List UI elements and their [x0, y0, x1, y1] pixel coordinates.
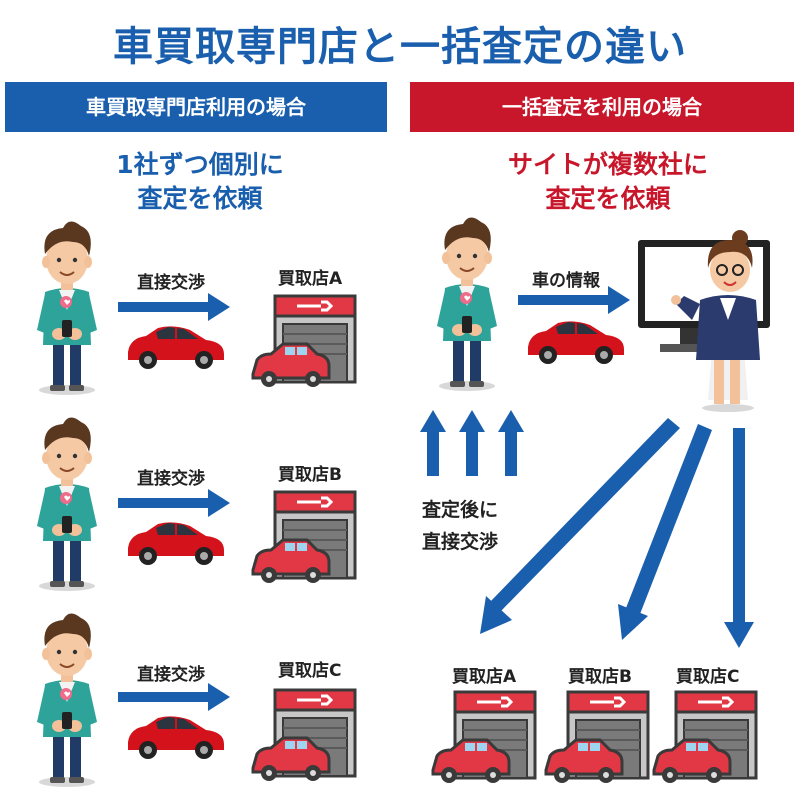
up-arrow-icon-2 [459, 410, 485, 476]
shop-icon-a [251, 294, 357, 389]
arrow-right-icon-a [118, 293, 230, 321]
left-banner: 車買取専門店利用の場合 [5, 82, 387, 132]
arrow-right-icon-info [518, 286, 630, 314]
person-icon-b [36, 416, 98, 592]
left-subhead-line2: 査定を依頼 [137, 184, 263, 213]
right-shop-c-label: 買取店C [676, 667, 740, 687]
left-subhead-line1: 1社ずつ個別に [116, 150, 284, 179]
car-icon-c [127, 715, 225, 760]
right-subhead-line2: 査定を依頼 [545, 184, 671, 213]
negotiate-line1: 査定後に [422, 499, 499, 521]
right-shop-a-label: 買取店A [452, 667, 517, 687]
shop-icon-right-c [652, 690, 758, 785]
row-b [36, 416, 357, 592]
shop-icon-right-b [544, 690, 650, 785]
right-subhead-line1: サイトが複数社に [507, 150, 708, 179]
car-icon-b [127, 521, 225, 566]
row-c-action-label: 直接交渉 [137, 665, 205, 685]
down-arrows [480, 418, 754, 648]
up-arrow-icon-1 [420, 410, 446, 476]
left-subhead: 1社ずつ個別に 査定を依頼 [30, 148, 370, 216]
up-arrow-icon-3 [498, 410, 524, 476]
person-icon-right [436, 216, 498, 392]
operator-icon [671, 230, 760, 412]
row-a-shop-label: 買取店A [278, 269, 343, 289]
car-icon-a [127, 325, 225, 370]
down-arrow-icon-3 [724, 428, 754, 648]
row-a-action-label: 直接交渉 [137, 273, 205, 293]
person-icon-a [36, 220, 98, 396]
shop-icon-c [251, 688, 357, 783]
down-arrow-icon-2 [618, 424, 712, 640]
page-title: 車買取専門店と一括査定の違い [113, 24, 687, 70]
negotiate-label: 査定後に 直接交渉 [422, 494, 498, 558]
down-arrow-icon-1 [480, 418, 680, 634]
row-a [36, 220, 357, 396]
right-subhead: サイトが複数社に 査定を依頼 [418, 148, 798, 216]
row-c-shop-label: 買取店C [278, 661, 342, 681]
row-c [36, 612, 357, 788]
row-b-shop-label: 買取店B [278, 465, 342, 485]
person-icon-c [36, 612, 98, 788]
right-shop-b-label: 買取店B [568, 667, 632, 687]
right-banner: 一括査定を利用の場合 [410, 82, 794, 132]
row-b-action-label: 直接交渉 [137, 469, 205, 489]
arrow-right-icon-b [118, 489, 230, 517]
car-icon-right [527, 320, 625, 365]
shop-icon-b [251, 490, 357, 585]
up-arrows [420, 410, 524, 476]
car-info-label: 車の情報 [532, 271, 600, 291]
arrow-right-icon-c [118, 683, 230, 711]
negotiate-line2: 直接交渉 [422, 531, 499, 553]
shop-icon-right-a [431, 690, 537, 785]
